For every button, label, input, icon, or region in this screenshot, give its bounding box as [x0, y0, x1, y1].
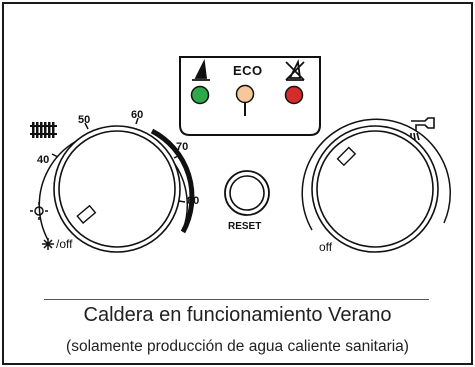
- dhw-knob[interactable]: [301, 118, 451, 253]
- no-heat-icon: [285, 58, 305, 81]
- eco-label: ECO: [233, 63, 263, 78]
- led-summer: [190, 85, 210, 105]
- divider: [44, 299, 429, 300]
- summer-icon: [192, 58, 210, 81]
- led-fault: [284, 85, 304, 105]
- heating-scale-ticks: [51, 117, 186, 203]
- scale-label-60: 60: [131, 109, 144, 121]
- led-eco: [235, 84, 255, 116]
- sun-icon: [30, 202, 48, 220]
- heating-off-label: /off: [56, 237, 73, 251]
- caption-title: Caldera en funcionamiento Verano: [83, 304, 392, 326]
- heating-knob[interactable]: [38, 125, 195, 253]
- dhw-off-label: off: [319, 240, 333, 254]
- scale-label-50: 50: [78, 114, 91, 126]
- reset-button[interactable]: [224, 170, 270, 216]
- scale-label-80: 80: [187, 195, 200, 207]
- scale-label-70: 70: [176, 141, 189, 153]
- radiator-icon: [30, 122, 57, 138]
- snowflake-icon: [42, 238, 54, 250]
- caption-subtitle: (solamente producción de agua caliente s…: [66, 338, 409, 355]
- reset-label: RESET: [228, 221, 262, 232]
- scale-label-40: 40: [37, 154, 50, 166]
